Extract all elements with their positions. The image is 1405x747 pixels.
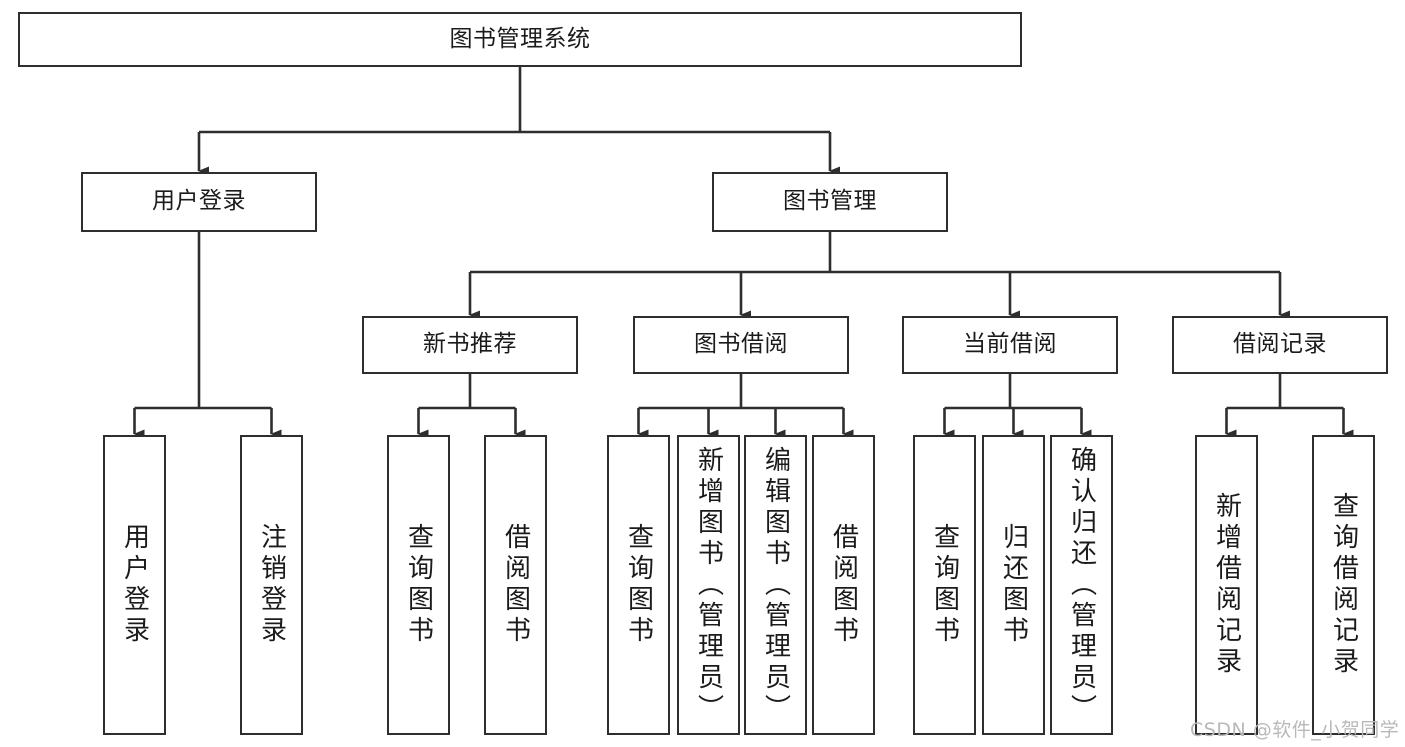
node-leaf-edit-book[interactable]: 编辑图书（管理员） bbox=[744, 435, 807, 735]
node-label: 用户登录 bbox=[119, 523, 150, 647]
node-label: 新增借阅记录 bbox=[1211, 492, 1242, 678]
node-label: 归还图书 bbox=[998, 523, 1029, 647]
node-label: 编辑图书（管理员） bbox=[760, 445, 791, 725]
node-label: 借阅记录 bbox=[1233, 331, 1327, 358]
node-leaf-query-1[interactable]: 查询图书 bbox=[387, 435, 450, 735]
node-user-login[interactable]: 用户登录 bbox=[81, 172, 317, 232]
node-leaf-query-2[interactable]: 查询图书 bbox=[607, 435, 670, 735]
node-book-borrow[interactable]: 图书借阅 bbox=[633, 316, 849, 374]
node-label: 查询图书 bbox=[929, 523, 960, 647]
node-label: 图书借阅 bbox=[694, 331, 788, 358]
node-leaf-user-login[interactable]: 用户登录 bbox=[103, 435, 166, 735]
node-label: 借阅图书 bbox=[500, 523, 531, 647]
node-label: 确认归还（管理员） bbox=[1066, 445, 1097, 725]
node-borrow-record[interactable]: 借阅记录 bbox=[1172, 316, 1388, 374]
node-root[interactable]: 图书管理系统 bbox=[18, 12, 1022, 67]
node-label: 查询图书 bbox=[623, 523, 654, 647]
node-leaf-add-rec[interactable]: 新增借阅记录 bbox=[1195, 435, 1258, 735]
node-label: 当前借阅 bbox=[963, 331, 1057, 358]
node-label: 新书推荐 bbox=[423, 331, 517, 358]
node-leaf-confirm[interactable]: 确认归还（管理员） bbox=[1050, 435, 1113, 735]
node-new-book-rec[interactable]: 新书推荐 bbox=[362, 316, 578, 374]
node-label: 图书管理 bbox=[783, 188, 877, 215]
node-leaf-add-book[interactable]: 新增图书（管理员） bbox=[677, 435, 740, 735]
node-label: 查询借阅记录 bbox=[1328, 492, 1359, 678]
node-book-manage[interactable]: 图书管理 bbox=[712, 172, 948, 232]
node-label: 查询图书 bbox=[403, 523, 434, 647]
node-label: 借阅图书 bbox=[828, 523, 859, 647]
node-leaf-borrow-1[interactable]: 借阅图书 bbox=[484, 435, 547, 735]
node-label: 图书管理系统 bbox=[449, 25, 591, 52]
node-leaf-query-3[interactable]: 查询图书 bbox=[913, 435, 976, 735]
node-leaf-borrow-2[interactable]: 借阅图书 bbox=[812, 435, 875, 735]
node-current-borrow[interactable]: 当前借阅 bbox=[902, 316, 1118, 374]
node-leaf-query-rec[interactable]: 查询借阅记录 bbox=[1312, 435, 1375, 735]
node-label: 用户登录 bbox=[152, 188, 246, 215]
edge-paths bbox=[133, 67, 1354, 439]
node-leaf-logout[interactable]: 注销登录 bbox=[240, 435, 303, 735]
node-leaf-return[interactable]: 归还图书 bbox=[982, 435, 1045, 735]
node-label: 注销登录 bbox=[256, 523, 287, 647]
node-label: 新增图书（管理员） bbox=[693, 445, 724, 725]
